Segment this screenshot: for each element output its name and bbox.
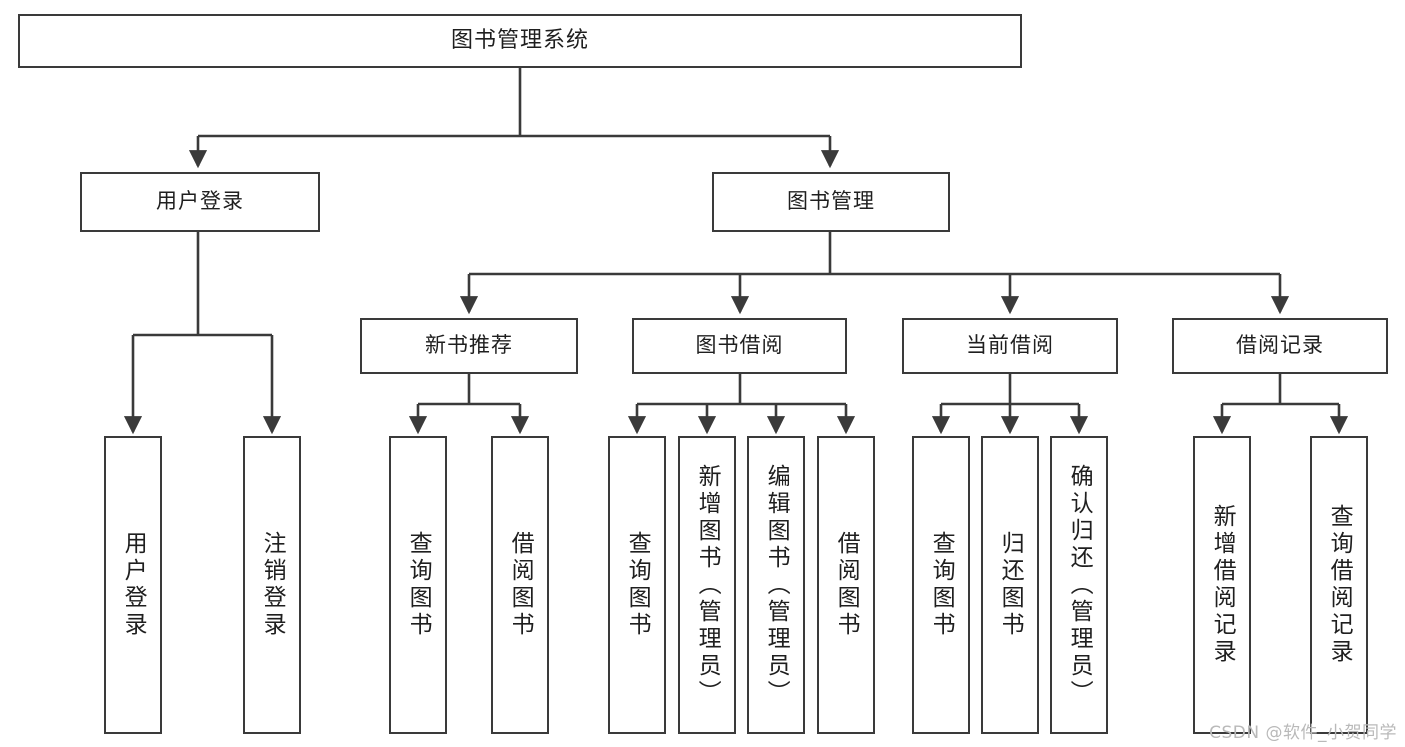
node-leaf-query-borrow-record[interactable]: 查询借阅记录 bbox=[1310, 436, 1368, 734]
node-label: 当前借阅 bbox=[966, 333, 1054, 358]
node-label: 编辑图书（管理员） bbox=[763, 463, 790, 707]
node-label: 确认归还（管理员） bbox=[1066, 463, 1093, 707]
node-label: 用户登录 bbox=[156, 189, 244, 214]
node-label: 新书推荐 bbox=[425, 333, 513, 358]
node-label: 查询借阅记录 bbox=[1326, 504, 1353, 666]
node-leaf-query-book-current[interactable]: 查询图书 bbox=[912, 436, 970, 734]
node-label: 借阅记录 bbox=[1236, 333, 1324, 358]
node-leaf-edit-book-admin[interactable]: 编辑图书（管理员） bbox=[747, 436, 805, 734]
node-label: 图书借阅 bbox=[695, 333, 784, 358]
node-label: 借阅图书 bbox=[833, 531, 860, 639]
node-user-login[interactable]: 用户登录 bbox=[80, 172, 320, 232]
node-borrow-record[interactable]: 借阅记录 bbox=[1172, 318, 1388, 374]
node-label: 查询图书 bbox=[928, 531, 955, 639]
node-label: 新增图书（管理员） bbox=[694, 463, 721, 707]
node-label: 借阅图书 bbox=[507, 531, 534, 639]
node-leaf-query-book-borrow[interactable]: 查询图书 bbox=[608, 436, 666, 734]
node-label: 用户登录 bbox=[120, 531, 147, 639]
node-label: 图书管理系统 bbox=[450, 27, 589, 53]
node-label: 注销登录 bbox=[259, 531, 286, 639]
node-leaf-borrow-book-borrow[interactable]: 借阅图书 bbox=[817, 436, 875, 734]
node-root-book-management-system[interactable]: 图书管理系统 bbox=[18, 14, 1022, 68]
node-leaf-user-logout[interactable]: 注销登录 bbox=[243, 436, 301, 734]
node-book-borrow[interactable]: 图书借阅 bbox=[632, 318, 847, 374]
node-label: 归还图书 bbox=[997, 531, 1024, 639]
node-label: 查询图书 bbox=[624, 531, 651, 639]
node-label: 查询图书 bbox=[405, 531, 432, 639]
node-new-book-recommendation[interactable]: 新书推荐 bbox=[360, 318, 578, 374]
node-leaf-user-login[interactable]: 用户登录 bbox=[104, 436, 162, 734]
node-book-management[interactable]: 图书管理 bbox=[712, 172, 950, 232]
node-leaf-query-book-newbook[interactable]: 查询图书 bbox=[389, 436, 447, 734]
node-label: 新增借阅记录 bbox=[1209, 504, 1236, 666]
node-leaf-borrow-book-newbook[interactable]: 借阅图书 bbox=[491, 436, 549, 734]
node-leaf-add-book-admin[interactable]: 新增图书（管理员） bbox=[678, 436, 736, 734]
node-label: 图书管理 bbox=[787, 189, 875, 214]
node-current-borrow[interactable]: 当前借阅 bbox=[902, 318, 1118, 374]
csdn-watermark: CSDN @软件_小贺同学 bbox=[1209, 723, 1397, 743]
node-leaf-return-book[interactable]: 归还图书 bbox=[981, 436, 1039, 734]
node-leaf-confirm-return-admin[interactable]: 确认归还（管理员） bbox=[1050, 436, 1108, 734]
node-leaf-add-borrow-record[interactable]: 新增借阅记录 bbox=[1193, 436, 1251, 734]
